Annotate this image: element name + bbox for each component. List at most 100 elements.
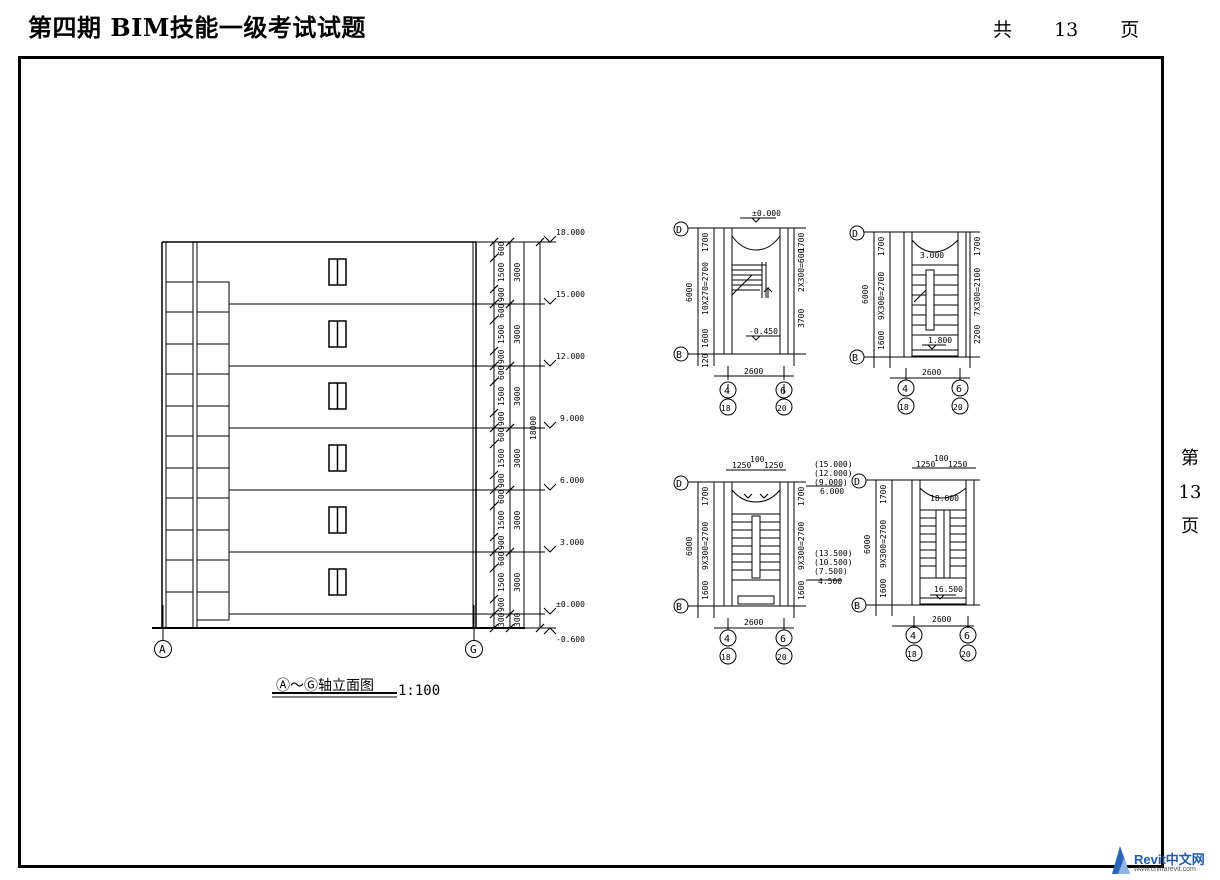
svg-text:6: 6 (780, 634, 786, 645)
current-page-prefix: 第 (1181, 448, 1199, 469)
svg-text:1700: 1700 (701, 487, 710, 506)
svg-text:3000: 3000 (513, 449, 522, 468)
elevation-level-labels: 18.000 15.000 12.000 9.000 6.000 3.000 ±… (556, 228, 585, 644)
current-page-number: 13 (1178, 482, 1202, 503)
svg-text:600: 600 (497, 365, 506, 380)
svg-text:900: 900 (497, 349, 506, 364)
svg-text:3000: 3000 (513, 325, 522, 344)
svg-text:18: 18 (907, 650, 917, 659)
axis-label-left: A (159, 643, 166, 656)
svg-text:1500: 1500 (497, 449, 506, 468)
svg-text:B: B (676, 350, 682, 361)
svg-text:120: 120 (701, 353, 710, 368)
total-pages: 共 13 页 (993, 15, 1157, 42)
svg-text:900: 900 (497, 597, 506, 612)
svg-text:4: 4 (724, 634, 730, 645)
svg-text:20: 20 (961, 650, 971, 659)
svg-text:18: 18 (721, 404, 731, 413)
svg-text:6000: 6000 (685, 537, 694, 556)
svg-text:9X300=2700: 9X300=2700 (877, 272, 886, 320)
svg-text:1600: 1600 (879, 579, 888, 598)
svg-text:900: 900 (497, 473, 506, 488)
elevation-floor-dims: 600 1500 900 3000 600 1500 900 3000 600 … (497, 241, 538, 627)
axis-label-right: G (470, 643, 477, 656)
svg-text:600: 600 (497, 303, 506, 318)
svg-text:3000: 3000 (513, 263, 522, 282)
svg-text:1500: 1500 (497, 511, 506, 530)
svg-text:6000: 6000 (861, 285, 870, 304)
stair-plan-4 (851, 467, 980, 662)
svg-text:2X300=600: 2X300=600 (797, 248, 806, 292)
level-markers (476, 235, 557, 635)
level-label: -0.600 (556, 635, 585, 644)
svg-text:1500: 1500 (497, 573, 506, 592)
total-height-dim: 18000 (529, 416, 538, 440)
total-pages-prefix: 共 (993, 19, 1013, 41)
elevation-caption: Ⓐ～Ⓖ轴立面图 (276, 678, 374, 694)
svg-text:900: 900 (497, 287, 506, 302)
svg-text:300: 300 (497, 612, 506, 627)
svg-text:20: 20 (777, 653, 787, 662)
stair-plan-3-labels: 1250 100 1250 (15.000) (12.000) (9.000) … (676, 455, 853, 662)
svg-text:2600: 2600 (932, 615, 951, 624)
svg-text:B: B (852, 353, 858, 364)
svg-text:6: 6 (780, 386, 786, 397)
svg-text:1250: 1250 (948, 460, 967, 469)
level-label: 15.000 (556, 290, 585, 299)
svg-text:1600: 1600 (701, 329, 710, 348)
svg-text:2200: 2200 (973, 325, 982, 344)
svg-text:D: D (852, 229, 858, 240)
svg-text:600: 600 (497, 489, 506, 504)
svg-text:9X300=2700: 9X300=2700 (879, 520, 888, 568)
svg-text:600: 600 (497, 551, 506, 566)
svg-text:D: D (676, 479, 682, 490)
svg-text:1250: 1250 (916, 460, 935, 469)
current-page-label: 第 13 页 (1178, 442, 1202, 544)
svg-text:-0.450: -0.450 (749, 327, 778, 336)
svg-text:900: 900 (497, 411, 506, 426)
stair-column (166, 281, 230, 621)
total-pages-count: 13 (1054, 19, 1079, 41)
svg-text:B: B (676, 602, 682, 613)
stair-plan-3 (673, 469, 842, 665)
svg-text:600: 600 (497, 241, 506, 256)
elevation-windows (328, 258, 347, 596)
svg-text:3.000: 3.000 (920, 251, 944, 260)
svg-text:9X300=2700: 9X300=2700 (797, 522, 806, 570)
level-label: 3.000 (560, 538, 584, 547)
svg-text:2600: 2600 (744, 367, 763, 376)
svg-text:20: 20 (953, 403, 963, 412)
svg-text:1250: 1250 (732, 461, 751, 470)
stair-plan-1 (673, 217, 806, 416)
svg-text:1500: 1500 (497, 325, 506, 344)
svg-text:100: 100 (750, 455, 765, 464)
svg-text:1700: 1700 (973, 237, 982, 256)
svg-text:(15.000): (15.000) (814, 460, 853, 469)
svg-text:(13.500): (13.500) (814, 549, 853, 558)
svg-text:4.500: 4.500 (818, 577, 842, 586)
svg-text:1600: 1600 (797, 581, 806, 600)
svg-text:D: D (676, 225, 682, 236)
svg-text:4: 4 (724, 386, 730, 397)
svg-text:3000: 3000 (513, 573, 522, 592)
svg-text:1700: 1700 (797, 487, 806, 506)
svg-text:18.000: 18.000 (930, 494, 959, 503)
level-label: ±0.000 (556, 600, 585, 609)
svg-text:(9.000): (9.000) (814, 478, 848, 487)
svg-text:18: 18 (721, 653, 731, 662)
page-title: 第四期 BIM技能一级考试试题 (28, 13, 366, 42)
svg-text:2600: 2600 (744, 618, 763, 627)
svg-text:1600: 1600 (877, 331, 886, 350)
svg-text:600: 600 (497, 427, 506, 442)
svg-text:300: 300 (513, 612, 522, 627)
svg-text:1600: 1600 (701, 581, 710, 600)
svg-text:4: 4 (910, 631, 916, 642)
svg-text:16.500: 16.500 (934, 585, 963, 594)
svg-text:1.800: 1.800 (928, 336, 952, 345)
stair-plan-2 (849, 225, 980, 415)
svg-text:9X300=2700: 9X300=2700 (701, 522, 710, 570)
elevation-drawing (152, 235, 557, 698)
svg-text:10X270=2700: 10X270=2700 (701, 262, 710, 315)
level-label: 12.000 (556, 352, 585, 361)
svg-text:7X300=2100: 7X300=2100 (973, 268, 982, 316)
